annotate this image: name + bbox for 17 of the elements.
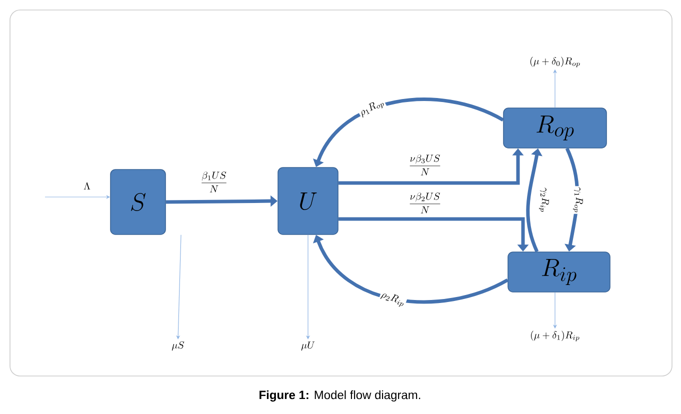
edge-label: $\rho_2 R_{ip}$: [378, 288, 408, 310]
compartment-box: $U$: [278, 167, 338, 235]
edge-label: $\frac{\nu\beta_3 US}{N}$: [408, 154, 442, 176]
edge-label: $\frac{\nu\beta_2 US}{N}$: [408, 192, 442, 214]
edge-label: $\Lambda$: [82, 182, 92, 190]
caption: Figure 1: Model flow diagram.: [260, 390, 420, 402]
edge-label: $\gamma_1 R_{op}$: [572, 186, 584, 214]
outflow-term: $(\mathrm{\mu}+\delta_1)R_{ip}$: [530, 330, 580, 342]
outflow-term: $\mathrm{\mu} U$: [301, 342, 315, 351]
compartment-box: $R_{op}$: [503, 108, 607, 148]
compartment-box: $R_{ip}$: [508, 252, 610, 292]
edge-label: $\frac{\beta_1 US}{N}$: [199, 170, 229, 194]
outflow-term: $(\mathrm{\mu}+\delta_0)R_{op}$: [530, 56, 580, 68]
edge-label: $\gamma_2 R_{ip}$: [538, 186, 550, 214]
outflow-term: $\mathrm{\mu} S$: [172, 341, 184, 351]
compartment-box: $S$: [110, 169, 166, 235]
edge-label: $\rho_1 R_{op}$: [356, 96, 388, 120]
